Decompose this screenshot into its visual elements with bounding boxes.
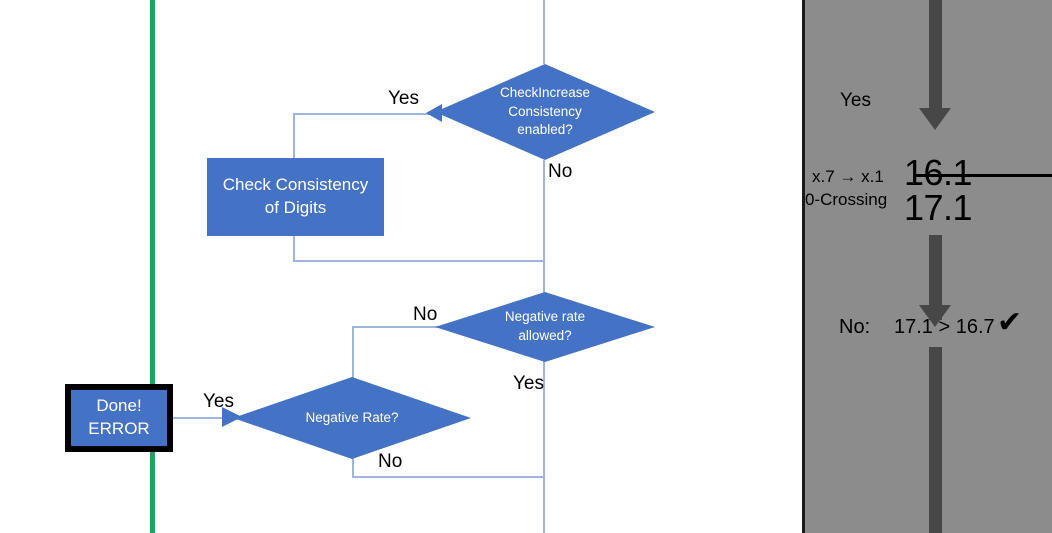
edge-label-negative-rate-no: No xyxy=(378,451,403,472)
down-arrow-shaft-bottom xyxy=(929,347,942,533)
decision-check-increase-consistency[interactable]: CheckIncrease Consistency enabled? xyxy=(435,64,655,160)
connector-top-spine xyxy=(543,0,545,64)
arrowhead-into-negative-rate-icon xyxy=(222,407,242,427)
side-panel: Yes x.7 → x.1 0-Crossing 16.1 17.1 No: 1… xyxy=(802,0,1052,533)
diamond-shape xyxy=(233,377,471,459)
decision-negative-rate-allowed[interactable]: Negative rate allowed? xyxy=(435,292,655,362)
edge-label-rate-allowed-no: No xyxy=(413,304,438,325)
down-arrow-head-top-icon xyxy=(919,108,951,130)
down-arrow-shaft-middle xyxy=(929,235,942,320)
terminator-line-2: ERROR xyxy=(88,419,150,438)
connector-merge-upper xyxy=(293,260,545,262)
process-line-1: Check Consistency xyxy=(222,175,369,195)
panel-comparison-expression: 17.1 > 16.7 xyxy=(894,316,995,338)
decision-negative-rate[interactable]: Negative Rate? xyxy=(233,377,471,459)
panel-annotation-line-2: 0-Crossing xyxy=(805,190,888,209)
terminator-done-error[interactable]: Done! ERROR xyxy=(65,384,173,452)
connector-negative-rate-no xyxy=(352,458,354,478)
panel-value-struck: 16.1 xyxy=(904,152,1052,194)
down-arrow-head-middle-icon xyxy=(919,305,951,327)
terminator-line-1: Done! xyxy=(96,396,142,416)
connector-bottom-spine xyxy=(543,476,545,533)
connector-to-negative-rate xyxy=(352,326,354,378)
panel-value-kept: 17.1 xyxy=(904,187,973,228)
panel-annotation-line-1: x.7 → x.1 xyxy=(812,167,884,186)
connector-rate-allowed-yes xyxy=(543,360,545,478)
diamond-shape xyxy=(435,64,655,160)
diamond-shape xyxy=(435,292,655,362)
panel-comparison-prefix: No: xyxy=(839,316,871,338)
panel-yes-label: Yes xyxy=(840,90,871,111)
edge-label-done-error-yes: Yes xyxy=(203,391,234,412)
down-arrow-shaft-top xyxy=(929,0,942,118)
edge-label-checkincrease-no: No xyxy=(548,161,573,182)
edge-label-checkincrease-yes: Yes xyxy=(388,88,419,109)
edge-label-rate-allowed-yes: Yes xyxy=(513,373,544,394)
green-guide-line xyxy=(150,0,155,533)
connector-spine-middle xyxy=(543,260,545,313)
connector-merge-lower xyxy=(352,476,545,478)
process-line-2: of Digits xyxy=(264,198,327,217)
connector-done-error xyxy=(173,417,235,419)
connector-rate-allowed-no xyxy=(352,326,440,328)
connector-checkincrease-yes xyxy=(293,113,441,115)
arrowhead-into-checkincrease-icon xyxy=(426,104,442,122)
process-check-consistency-of-digits[interactable]: Check Consistency of Digits xyxy=(207,158,384,236)
connector-checkincrease-no xyxy=(543,160,545,261)
panel-check-mark-icon: ✔ xyxy=(997,306,1023,339)
